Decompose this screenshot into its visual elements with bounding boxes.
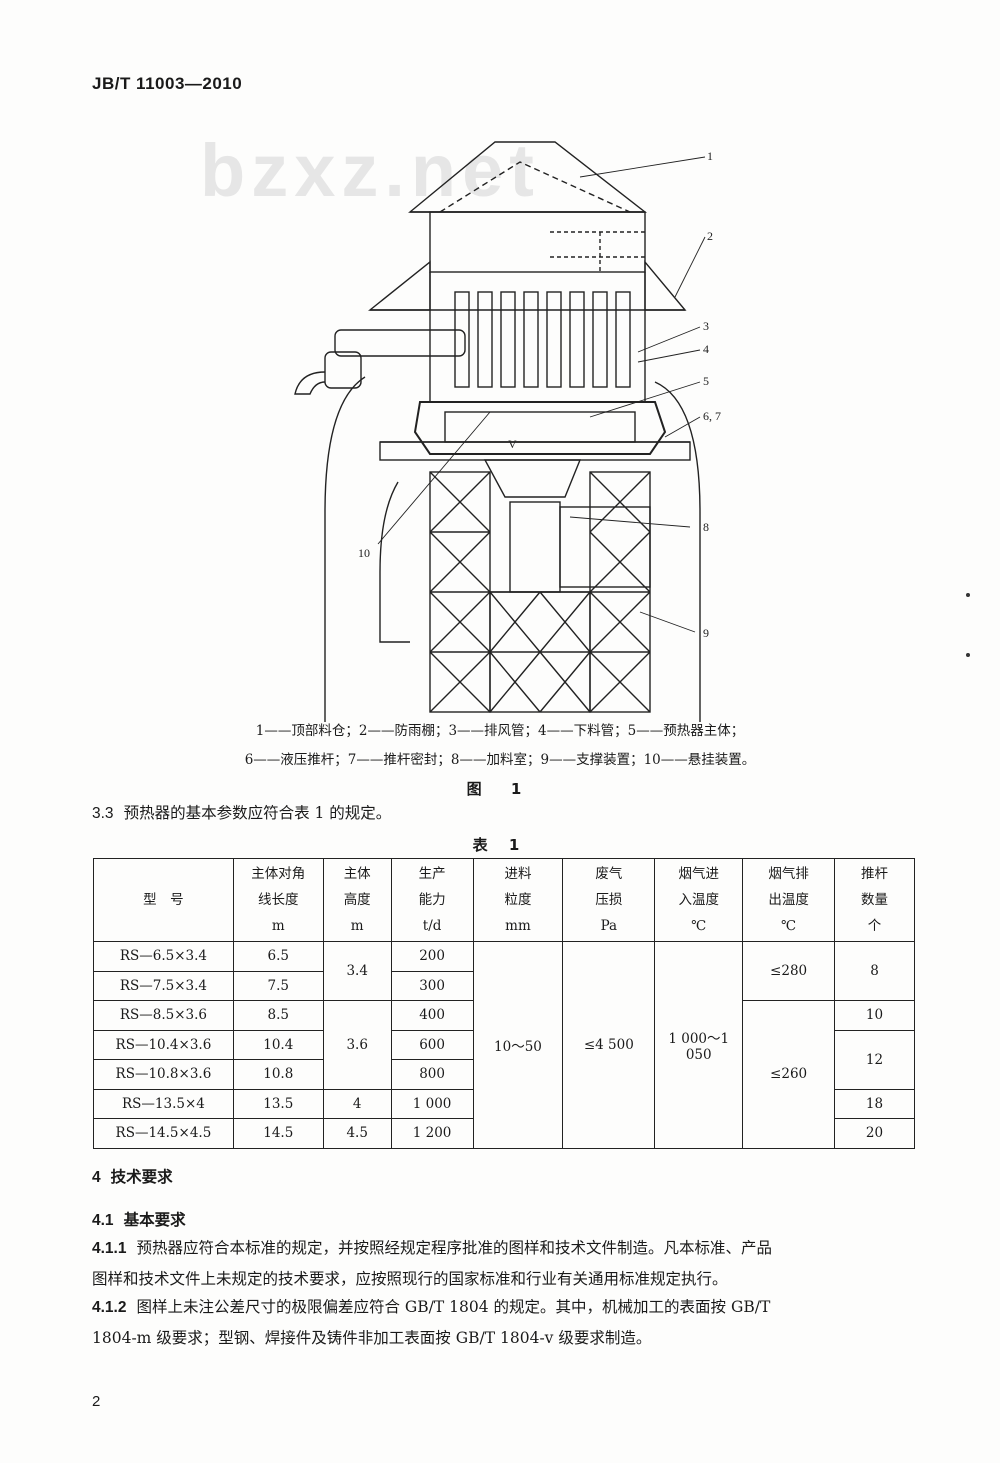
- cell-diagonal: 10.8: [232, 1059, 324, 1090]
- header-push-rods: 推杆数量个: [834, 858, 915, 942]
- cell-model: RS—14.5×4.5: [93, 1118, 234, 1149]
- exhaust-pipe: [294, 329, 466, 395]
- scan-speck: [966, 653, 970, 657]
- cell-particle-size: 10～50: [472, 941, 564, 1149]
- section-4-1-2-line2: 1804-m 级要求；型钢、焊接件及铸件非加工表面按 GB/T 1804-v 级…: [92, 1329, 652, 1347]
- header-inlet-temp: 烟气进入温度℃: [654, 858, 744, 942]
- callout-v: V: [508, 437, 517, 451]
- section-4-1-2-line1: 图样上未注公差尺寸的极限偏差应符合 GB/T 1804 的规定。其中，机械加工的…: [136, 1298, 771, 1316]
- cell-height: 3.4: [322, 941, 392, 1001]
- cell-model: RS—7.5×3.4: [93, 970, 234, 1001]
- table-row: RS—6.5×3.4 6.5 3.4 200 10～50 ≤4 500 1 00…: [93, 941, 915, 1149]
- table-row: RS—13.5×4 13.5 4 1 000 18: [93, 1088, 915, 1119]
- page-number: 2: [92, 1393, 101, 1410]
- cell-model: RS—8.5×3.6: [93, 1000, 234, 1031]
- table-row: RS—7.5×3.4 7.5 300: [93, 970, 915, 1001]
- scan-speck: [966, 593, 970, 597]
- section-4-1-1-line1: 预热器应符合本标准的规定，并按照经规定程序批准的图样和技术文件制造。凡本标准、产…: [136, 1239, 772, 1257]
- cell-diagonal: 8.5: [232, 1000, 324, 1031]
- cell-push-rods: 12: [834, 1029, 915, 1090]
- cell-height: 3.6: [322, 1000, 392, 1090]
- cell-push-rods: 10: [834, 1000, 915, 1031]
- standard-code: JB/T 11003—2010: [92, 74, 243, 93]
- cell-model: RS—10.4×3.6: [93, 1029, 234, 1060]
- cell-diagonal: 14.5: [232, 1118, 324, 1149]
- cell-push-rods: 20: [834, 1118, 915, 1149]
- callout-10: 10: [358, 546, 370, 560]
- section-3-3-number: 3.3: [92, 805, 114, 822]
- section-4-1-2-number: 4.1.2: [92, 1299, 127, 1316]
- support-structure: [429, 471, 651, 713]
- watermark: bzxz.net: [200, 129, 540, 212]
- table-row: RS—10.8×3.6 10.8 800: [93, 1059, 915, 1090]
- cell-model: RS—13.5×4: [93, 1088, 234, 1119]
- cell-diagonal: 13.5: [232, 1088, 324, 1119]
- hopper-body: [429, 211, 646, 273]
- cell-model: RS—10.8×3.6: [93, 1059, 234, 1090]
- figure-legend-line2: 6——液压推杆；7——推杆密封；8——加料室；9——支撑装置；10——悬挂装置。: [244, 752, 756, 768]
- callout-2: 2: [707, 229, 713, 243]
- feed-pipes: [454, 291, 631, 388]
- cell-pressure-loss: ≤4 500: [562, 941, 656, 1149]
- preheater-body: [413, 401, 667, 455]
- table-row: RS—8.5×3.6 8.5 3.6 400 ≤260 10: [93, 1000, 915, 1149]
- preheater-drawing: V 1 2 3 4 5 6, 7 8 9 10: [294, 141, 721, 722]
- cell-model: RS—6.5×3.4: [93, 941, 234, 972]
- feeding-chamber: [509, 501, 561, 593]
- callout-5: 5: [703, 374, 709, 388]
- callout-1: 1: [707, 149, 713, 163]
- cell-capacity: 200: [390, 941, 474, 972]
- table-row: RS—14.5×4.5 14.5 4.5 1 200 20: [93, 1118, 915, 1149]
- callout-3: 3: [703, 319, 709, 333]
- table-row: RS—10.4×3.6 10.4 600 12: [93, 1029, 915, 1090]
- section-4-1-1-line2: 图样和技术文件上未规定的技术要求，应按照现行的国家标准和行业有关通用标准规定执行…: [92, 1270, 728, 1288]
- cell-capacity: 800: [390, 1059, 474, 1090]
- cell-height: 4: [322, 1088, 392, 1119]
- section-4-1-2: 4.1.2 图样上未注公差尺寸的极限偏差应符合 GB/T 1804 的规定。其中，…: [92, 1292, 922, 1353]
- header-model: 型 号: [93, 858, 234, 942]
- cell-diagonal: 10.4: [232, 1029, 324, 1060]
- cell-height: 4.5: [322, 1118, 392, 1149]
- cell-capacity: 300: [390, 970, 474, 1001]
- cell-outlet-temp: ≤260: [742, 1000, 836, 1149]
- callout-9: 9: [703, 626, 709, 640]
- callout-8: 8: [703, 520, 709, 534]
- callout-4: 4: [703, 342, 709, 356]
- cell-outlet-temp: ≤280: [742, 941, 836, 1001]
- cell-diagonal: 6.5: [232, 941, 324, 972]
- figure-caption: 图 1: [466, 780, 534, 798]
- figure-legend-line1: 1——顶部料仓；2——防雨棚；3——排风管；4——下料管；5——预热器主体；: [255, 723, 745, 739]
- section-4-1-1: 4.1.1 预热器应符合本标准的规定，并按照经规定程序批准的图样和技术文件制造。凡…: [92, 1233, 922, 1294]
- section-3-3: 3.3 预热器的基本参数应符合表 1 的规定。: [92, 798, 391, 829]
- section-4-1-1-number: 4.1.1: [92, 1240, 127, 1257]
- cell-capacity: 1 000: [390, 1088, 474, 1119]
- cell-inlet-temp: 1 000～1 050: [654, 941, 744, 1149]
- header-outlet-temp: 烟气排出温度℃: [742, 858, 836, 942]
- cell-capacity: 600: [390, 1029, 474, 1060]
- cell-capacity: 400: [390, 1000, 474, 1031]
- table-title: 表 1: [472, 836, 528, 854]
- section-3-3-text: 预热器的基本参数应符合表 1 的规定。: [123, 804, 392, 822]
- cell-push-rods: 18: [834, 1088, 915, 1119]
- rain-shed: [368, 260, 431, 311]
- callout-6-7: 6, 7: [703, 409, 721, 423]
- cell-diagonal: 7.5: [232, 970, 324, 1001]
- cell-capacity: 1 200: [390, 1118, 474, 1149]
- top-hopper: [408, 141, 648, 213]
- cell-push-rods: 8: [834, 941, 915, 1001]
